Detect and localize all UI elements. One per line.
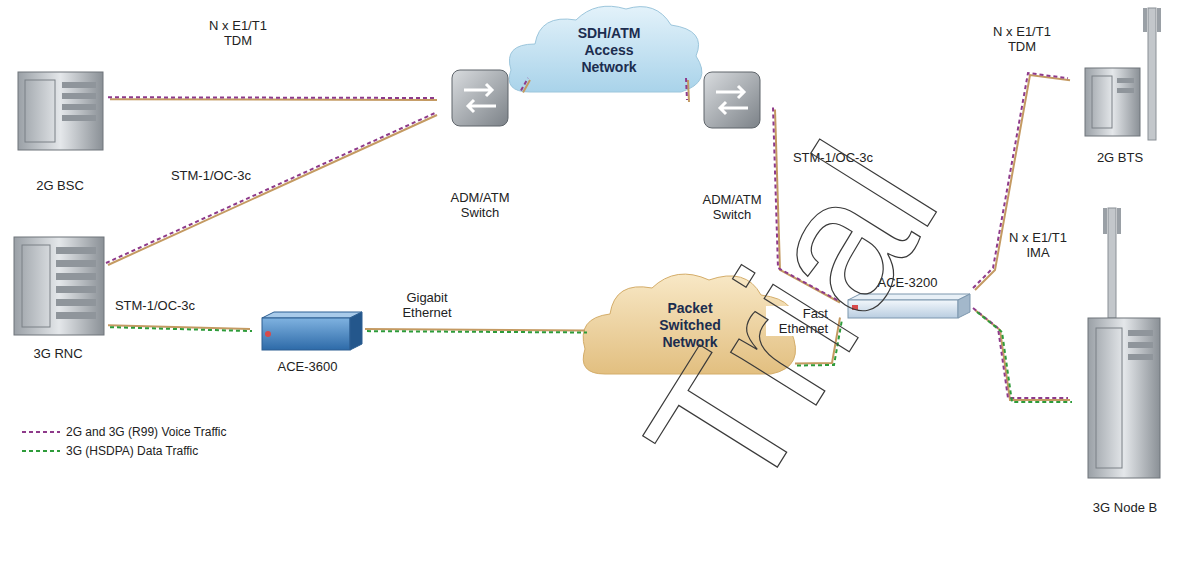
link-label: N x E1/T1 IMA (1004, 230, 1072, 260)
network-cloud: Packet Switched Network (585, 270, 795, 380)
link-label: STM-1/OC-3c (168, 168, 254, 183)
link-strand (973, 308, 1068, 398)
link-line (686, 78, 689, 102)
link-line (521, 78, 530, 93)
link-strand (773, 108, 838, 301)
node-label: 2G BTS (1097, 150, 1143, 165)
link-strand (688, 80, 689, 102)
node-label: ADM/ATM Switch (689, 192, 775, 222)
legend-text: 2G and 3G (R99) Voice Traffic (66, 425, 227, 439)
node-label: ACE-3200 (878, 275, 938, 290)
link-line (973, 308, 1072, 402)
node-label: 3G RNC (33, 346, 82, 361)
switch-node: ADM/ATM Switch (689, 72, 775, 222)
link-strand (775, 110, 840, 303)
link-line (108, 97, 437, 100)
link-label: Fast Ethernet (766, 306, 830, 336)
link-line (365, 329, 587, 332)
gateway-node: ACE-3600 (250, 308, 365, 374)
link-strand (521, 78, 528, 91)
link-strand (108, 115, 437, 265)
link-strand (110, 98, 437, 101)
link-label: STM-1/OC-3c (112, 298, 198, 313)
link-line (106, 113, 437, 265)
bts-node: 2G BTS (1070, 5, 1170, 165)
link-strand (367, 331, 587, 332)
link-label: Gigabit Ethernet (396, 290, 458, 320)
rnc-node: 3G RNC (8, 233, 108, 361)
link-line (108, 325, 252, 331)
link-strand (365, 329, 585, 330)
node-label: ADM/ATM Switch (437, 190, 523, 220)
link-strand (686, 78, 687, 100)
network-cloud: SDH/ATM Access Network (530, 0, 688, 100)
link-strand (108, 325, 250, 329)
link-strand (110, 327, 252, 331)
link-label: N x E1/T1 TDM (200, 18, 276, 48)
gateway-node: ACE-3200 (840, 275, 975, 325)
node-label: ACE-3600 (278, 359, 338, 374)
node-label: 3G Node B (1093, 500, 1157, 515)
link-strand (108, 96, 435, 99)
link-strand (975, 310, 1070, 400)
link-strand (106, 113, 435, 263)
link-label: N x E1/T1 TDM (984, 24, 1060, 54)
link-strand (977, 312, 1072, 402)
nodeb-node: 3G Node B (1070, 200, 1180, 515)
node-label: SDH/ATM Access Network (562, 25, 657, 76)
node-label: 2G BSC (36, 178, 84, 193)
switch-node: ADM/ATM Switch (437, 70, 523, 220)
link-label: STM-1/OC-3c (790, 150, 876, 165)
bsc-node: 2G BSC (10, 68, 110, 193)
legend-text: 3G (HSDPA) Data Traffic (66, 444, 198, 458)
node-label: Packet Switched Network (643, 300, 738, 351)
link-line (773, 108, 840, 303)
